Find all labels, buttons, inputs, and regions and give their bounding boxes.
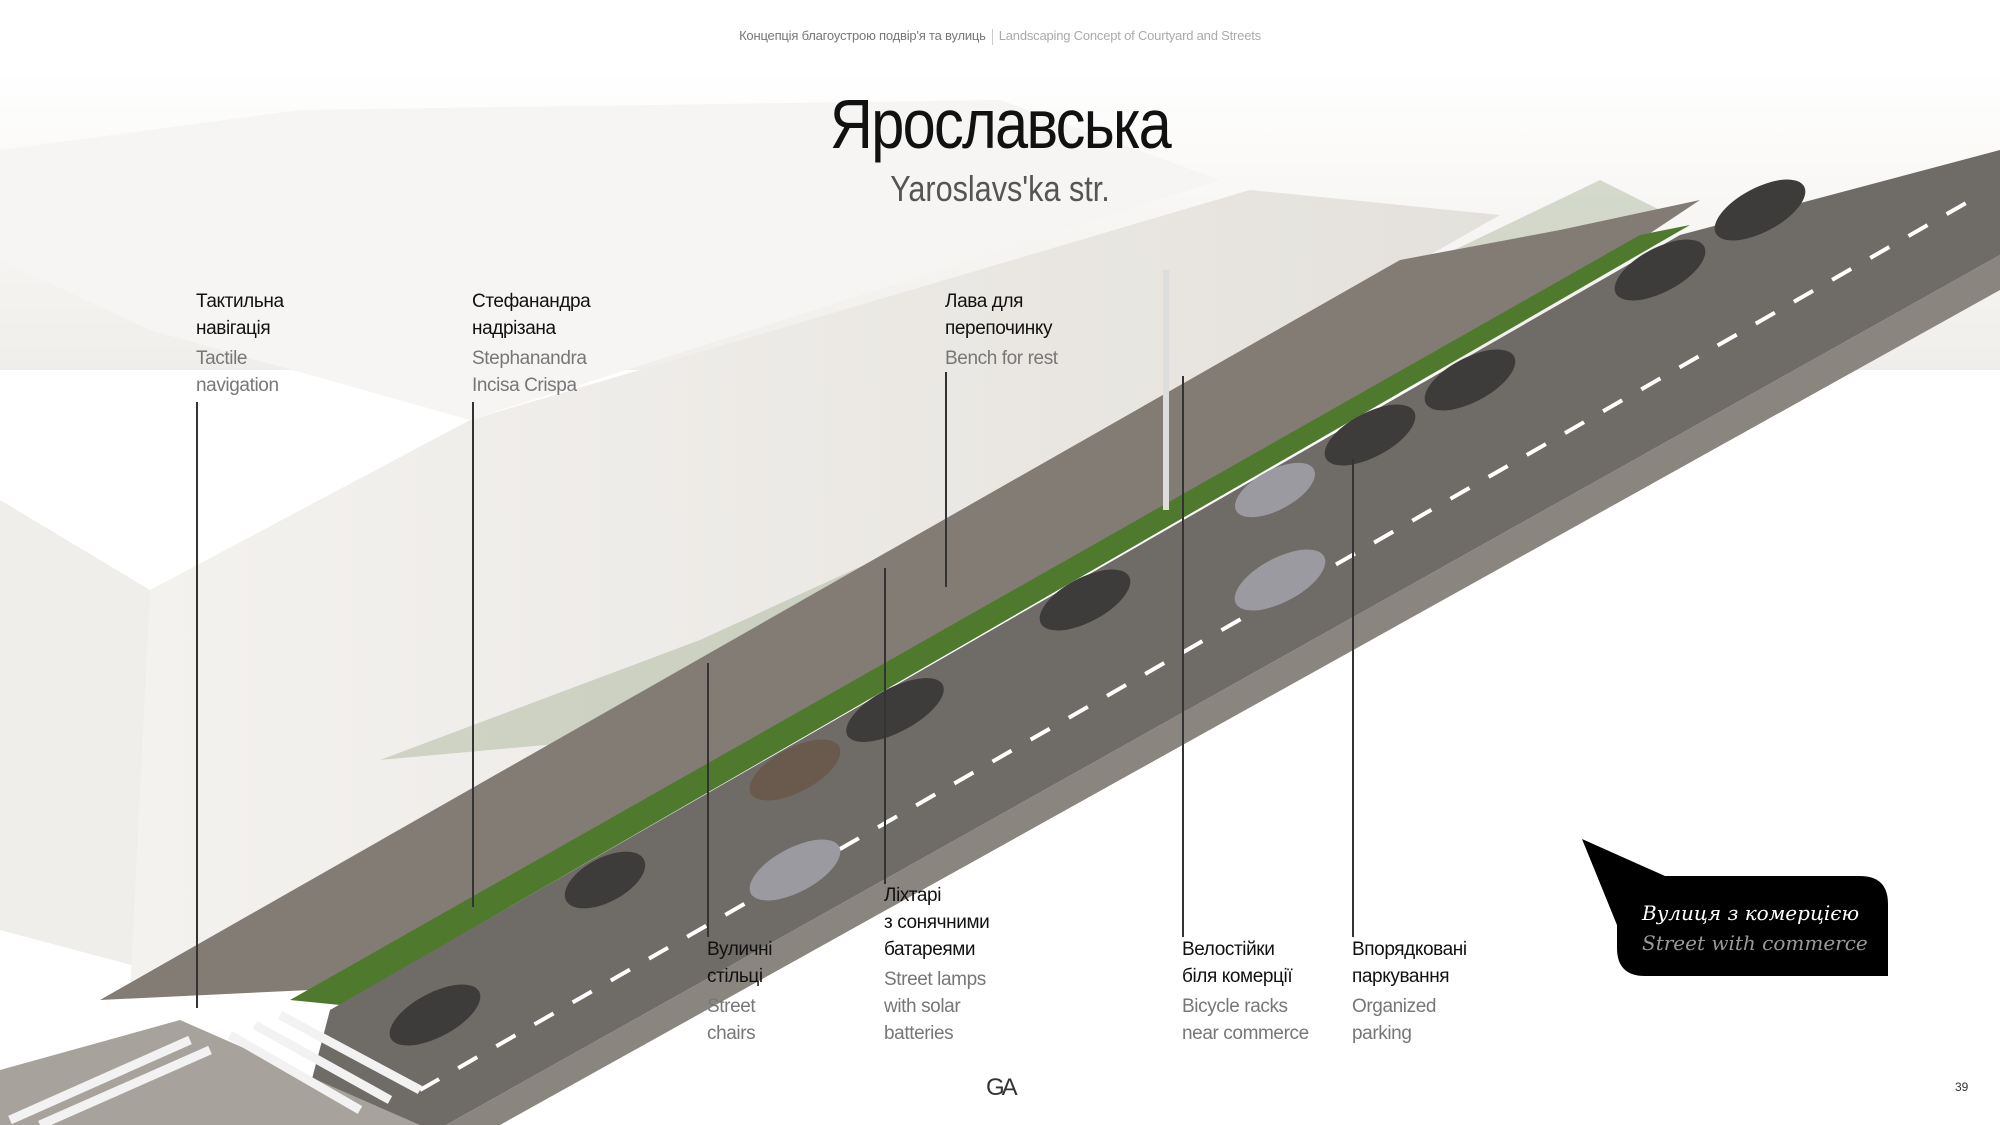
page-number: 39 (1955, 1080, 1969, 1094)
callout-bubble (1582, 839, 1888, 976)
label-tactile-navigation: Тактильна навігація Tactile navigation (196, 288, 284, 399)
leader-line-tactile (196, 402, 198, 1008)
label-en: Bench for rest (945, 348, 1058, 369)
header-title-ua: Концепція благоустрою подвір'я та вулиць (739, 28, 986, 43)
header-title-en: Landscaping Concept of Courtyard and Str… (998, 28, 1261, 43)
callout-ua: Вулиця з комерцією (1642, 901, 1860, 925)
label-bicycle-racks: Велостійки біля комерції Bicycle racks n… (1182, 936, 1309, 1047)
page-subtitle: Yaroslavs'ka str. (890, 168, 1110, 209)
leader-line-lamps (884, 568, 886, 884)
label-ua: Велостійки біля комерції (1182, 939, 1293, 987)
label-ua: Впорядковані паркування (1352, 939, 1467, 987)
building-wall-left (0, 500, 150, 970)
label-ua: Лава для перепочинку (945, 291, 1053, 339)
label-en: Street lamps with solar batteries (884, 969, 986, 1044)
label-ua: Тактильна навігація (196, 291, 284, 339)
label-stephanandra: Стефанандра надрізана Stephanandra Incis… (472, 288, 591, 399)
leader-line-bicycle (1182, 376, 1184, 937)
road-center-line (419, 193, 1981, 1092)
logo: GA (986, 1074, 1018, 1101)
label-en: Organized parking (1352, 996, 1437, 1044)
leader-line-parking (1352, 459, 1354, 937)
crosswalk-stripes (8, 1011, 423, 1125)
document-header: Концепція благоустрою подвір'я та вулиць… (0, 28, 2000, 45)
label-en: Street chairs (707, 996, 756, 1044)
label-street-lamps: Ліхтарі з сонячними батареями Street lam… (884, 882, 990, 1047)
label-ua: Стефанандра надрізана (472, 291, 591, 339)
label-en: Stephanandra Incisa Crispa (472, 348, 587, 396)
label-ua: Ліхтарі з сонячними батареями (884, 885, 990, 960)
road (300, 150, 2000, 1125)
greenery-strip (290, 225, 1690, 1005)
label-en: Bicycle racks near commerce (1182, 996, 1309, 1044)
label-street-chairs: Вуличні стільці Street chairs (707, 936, 772, 1047)
parked-cars (389, 179, 1806, 1046)
label-en: Tactile navigation (196, 348, 279, 396)
sidewalk-far (446, 255, 2000, 1125)
label-bench: Лава для перепочинку Bench for rest (945, 288, 1058, 372)
header-divider (991, 28, 993, 45)
callout-text: Вулиця з комерцією Street with commerce (1642, 898, 1868, 958)
sidewalk (100, 200, 1700, 1000)
leader-line-stephanandra (472, 402, 474, 907)
leader-line-chairs (707, 663, 709, 937)
callout-en: Street with commerce (1642, 931, 1868, 955)
page-title: Ярославська (829, 85, 1172, 163)
label-ua: Вуличні стільці (707, 939, 773, 987)
label-organized-parking: Впорядковані паркування Organized parkin… (1352, 936, 1467, 1047)
building-roof (0, 100, 1220, 420)
leader-line-bench (945, 372, 947, 587)
